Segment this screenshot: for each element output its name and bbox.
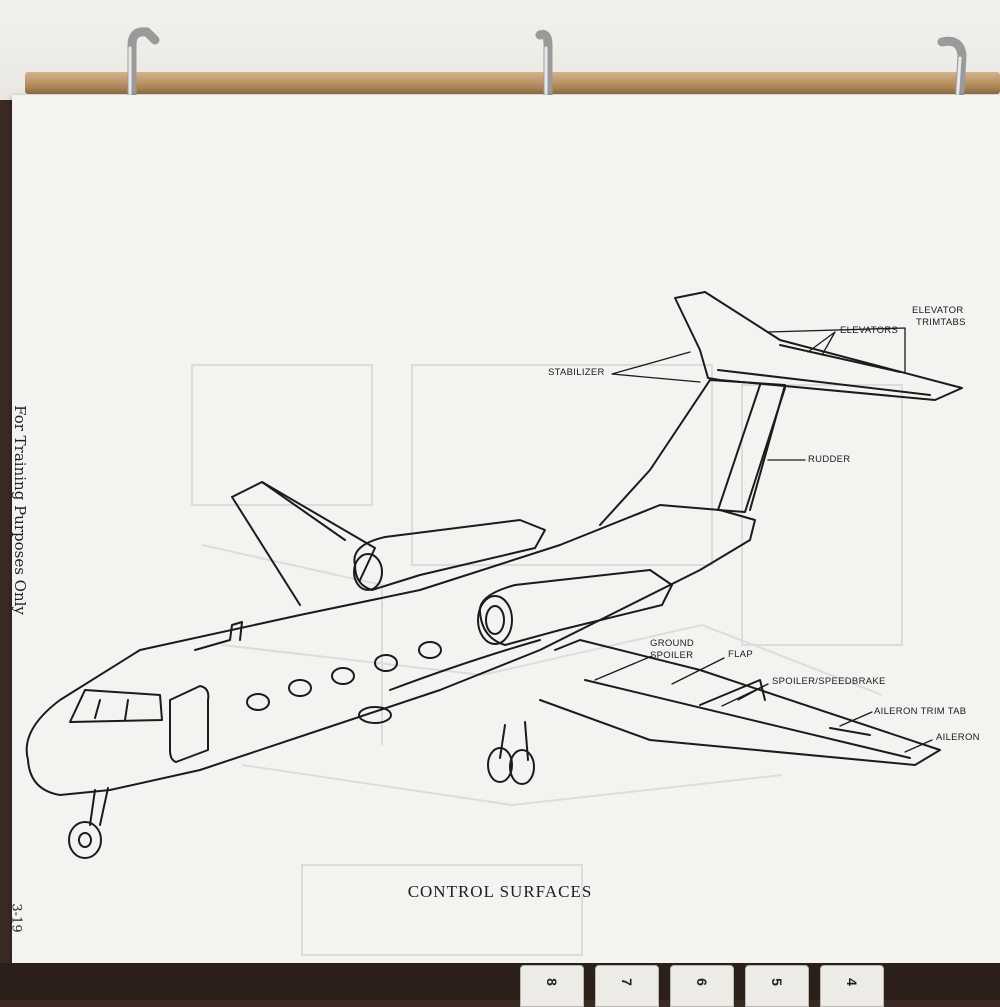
section-tab-7[interactable]: 7 bbox=[595, 965, 659, 1007]
label-spoiler-speedbrake: SPOILER/SPEEDBRAKE bbox=[772, 676, 886, 687]
binder-ring-left bbox=[127, 27, 160, 130]
section-tab-5[interactable]: 5 bbox=[745, 965, 809, 1007]
label-ground-spoiler-line2: SPOILER bbox=[650, 650, 694, 661]
cabin-door bbox=[169, 685, 210, 763]
cabin-window bbox=[331, 667, 355, 685]
section-tab-4[interactable]: 4 bbox=[820, 965, 884, 1007]
page-number-text: 3-19 bbox=[8, 903, 24, 933]
label-elevator-trimtabs: ELEVATOR TRIMTABS bbox=[912, 305, 966, 329]
right-wing bbox=[539, 639, 941, 766]
rudder-surface bbox=[717, 384, 786, 513]
leader-spoiler-speedbrake bbox=[721, 683, 769, 707]
cabin-window bbox=[418, 641, 442, 659]
section-tab-7-label: 7 bbox=[619, 978, 635, 986]
leader-aileron bbox=[904, 739, 933, 753]
cabin-window bbox=[246, 693, 270, 711]
section-tab-4-label: 4 bbox=[844, 978, 860, 986]
label-ground-spoiler: GROUND SPOILER bbox=[650, 638, 694, 662]
manual-page bbox=[12, 95, 1000, 963]
fuselage bbox=[25, 504, 756, 796]
label-stabilizer: STABILIZER bbox=[548, 367, 605, 378]
binder-spine-rod bbox=[25, 72, 1000, 94]
label-elevator-trimtabs-line2: TRIMTABS bbox=[916, 317, 966, 328]
label-aileron-trim-tab: AILERON TRIM TAB bbox=[874, 706, 967, 717]
cabin-window bbox=[374, 654, 398, 672]
leader-stabilizer bbox=[611, 351, 701, 383]
left-wing bbox=[231, 481, 376, 606]
left-engine bbox=[353, 519, 546, 591]
section-tab-8-label: 8 bbox=[544, 978, 560, 986]
vertical-stabilizer bbox=[599, 379, 786, 526]
leader-aileron-trim-tab bbox=[839, 711, 873, 727]
section-tab-5-label: 5 bbox=[769, 978, 785, 986]
label-ground-spoiler-line1: GROUND bbox=[650, 638, 695, 649]
section-tab-8[interactable]: 8 bbox=[520, 965, 584, 1007]
section-tab-6[interactable]: 6 bbox=[670, 965, 734, 1007]
label-flap: FLAP bbox=[728, 649, 753, 660]
leader-elevators bbox=[807, 331, 836, 356]
main-landing-gear bbox=[499, 721, 529, 761]
leader-flap bbox=[671, 657, 725, 685]
cabin-window bbox=[288, 679, 312, 697]
figure-caption: CONTROL SURFACES bbox=[407, 882, 593, 901]
leader-elevator-trimtabs bbox=[767, 327, 906, 373]
horizontal-stabilizer bbox=[674, 291, 963, 401]
leader-ground-spoiler bbox=[594, 655, 653, 681]
label-elevator-trimtabs-line1: ELEVATOR bbox=[912, 305, 964, 316]
nose-landing-gear bbox=[89, 787, 109, 826]
binder-ring-right bbox=[937, 36, 967, 130]
cockpit-windshield bbox=[69, 689, 163, 723]
label-aileron: AILERON bbox=[936, 732, 980, 743]
label-rudder: RUDDER bbox=[808, 454, 851, 465]
binder-ring-middle bbox=[535, 30, 553, 130]
section-tab-6-label: 6 bbox=[694, 978, 710, 986]
label-elevators: ELEVATORS bbox=[840, 325, 899, 336]
